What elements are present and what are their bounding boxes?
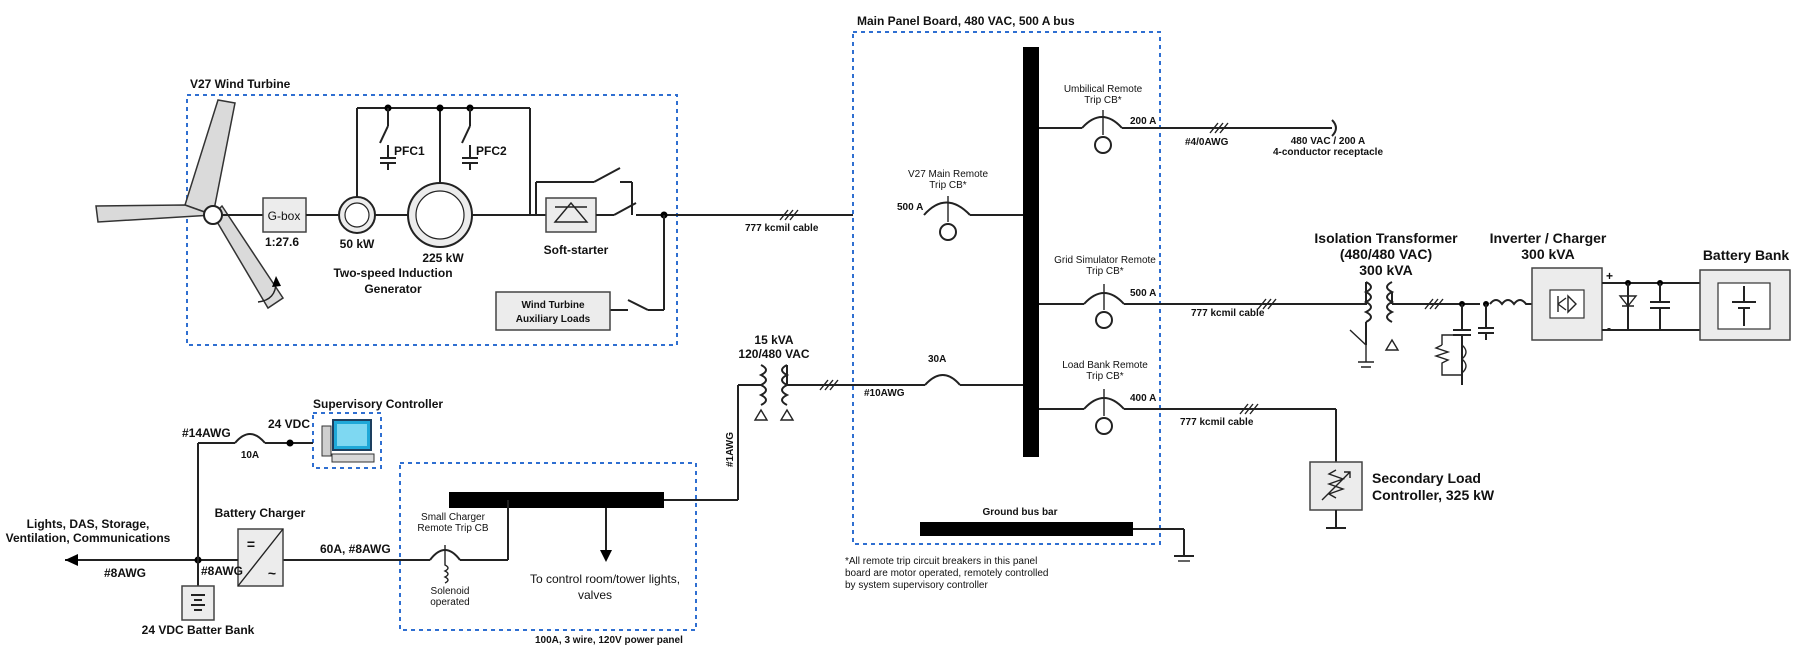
solenoid-label: Solenoid [431, 586, 470, 597]
aux-loads-box [495, 291, 611, 331]
awg-14-label: #14AWG [182, 426, 231, 440]
aux-loads-label-2: Auxiliary Loads [516, 314, 591, 325]
control-room-label-2: valves [578, 588, 612, 602]
xfmr-15kva-label: 15 kVA [754, 333, 793, 347]
gen-225-label: 225 kW [422, 251, 464, 265]
awg-4-0: #4/0AWG [1185, 137, 1229, 148]
battery-charger-label: Battery Charger [215, 506, 306, 520]
gbox-ratio: 1:27.6 [265, 235, 299, 249]
cable-777-b: 777 kcmil cable [1191, 308, 1265, 319]
supervisory-controller-enclosure [312, 412, 382, 469]
awg-10-label: #10AWG [864, 388, 905, 399]
iso-xfmr-label: Isolation Transformer [1314, 230, 1458, 246]
secondary-load-label: Secondary Load [1372, 470, 1481, 486]
small-charger-cb-label-2: Remote Trip CB [417, 523, 488, 534]
grid-cb-label: Grid Simulator Remote [1054, 255, 1156, 266]
charger-eq: = [247, 536, 255, 552]
aux-loads-label: Wind Turbine [521, 300, 584, 311]
small-charger-cb-label: Small Charger [421, 512, 486, 523]
main-panel-enclosure [852, 31, 1161, 545]
loads-label-2: Ventilation, Communications [6, 531, 171, 545]
v27-cb-label-2: Trip CB* [929, 180, 967, 191]
plus-sign: + [1606, 269, 1613, 283]
charger-cable-label: 60A, #8AWG [320, 542, 391, 556]
awg-1-label: #1AWG [725, 432, 736, 467]
pfc2-label: PFC2 [476, 144, 507, 158]
footnote-3: by system supervisory controller [845, 580, 988, 591]
gen-50-label: 50 kW [340, 237, 375, 251]
batt-24vdc-label: 24 VDC Batter Bank [142, 623, 255, 637]
awg-8-label-b: #8AWG [201, 564, 243, 578]
minus-sign: - [1607, 321, 1611, 335]
v27-cb-label: V27 Main Remote [908, 169, 988, 180]
generator-name: Two-speed Induction [333, 266, 452, 280]
footnote: *All remote trip circuit breakers in thi… [845, 556, 1037, 567]
inverter-label: Inverter / Charger [1490, 230, 1607, 246]
wind-turbine-title: V27 Wind Turbine [190, 77, 291, 91]
cable-777-a: 777 kcmil cable [745, 223, 819, 234]
iso-xfmr-label-2: (480/480 VAC) [1340, 246, 1432, 262]
receptacle-label-2: 4-conductor receptacle [1273, 147, 1383, 158]
power-panel-enclosure [399, 462, 697, 631]
load-bank-cb-label-2: Trip CB* [1086, 371, 1124, 382]
cb-10a-label: 10A [241, 450, 259, 461]
load-bank-rating: 400 A [1130, 393, 1156, 404]
iso-xfmr-label-3: 300 kVA [1359, 262, 1412, 278]
wind-turbine-enclosure [186, 94, 678, 346]
batt-24vdc-box [181, 585, 215, 621]
load-bank-cb-label: Load Bank Remote [1062, 360, 1148, 371]
soft-starter-label: Soft-starter [544, 243, 609, 257]
gbox [262, 197, 307, 233]
main-panel-title: Main Panel Board, 480 VAC, 500 A bus [857, 14, 1075, 28]
transformer-15kva [737, 364, 795, 500]
xfmr-15kva-label-2: 120/480 VAC [738, 347, 809, 361]
main-bus-bar [1023, 47, 1039, 457]
secondary-load-label-2: Controller, 325 kW [1372, 487, 1495, 503]
cb-30a-label: 30A [928, 354, 946, 365]
battery-bank-label: Battery Bank [1703, 247, 1790, 263]
wind-turbine-rotor [95, 99, 285, 310]
loads-label: Lights, DAS, Storage, [27, 517, 150, 531]
pfc1-label: PFC1 [394, 144, 425, 158]
isolation-transformer [1349, 281, 1480, 368]
cable-777-c: 777 kcmil cable [1180, 417, 1254, 428]
control-room-label: To control room/tower lights, [530, 572, 680, 586]
footnote-2: board are motor operated, remotely contr… [845, 568, 1048, 579]
generator-name-2: Generator [364, 282, 422, 296]
supervisory-controller-label: Supervisory Controller [313, 397, 443, 411]
grid-rating: 500 A [1130, 288, 1156, 299]
umbilical-rating: 200 A [1130, 116, 1156, 127]
ground-bus-bar [920, 522, 1133, 536]
grid-cb-label-2: Trip CB* [1086, 266, 1124, 277]
charger-tilde: ~ [268, 565, 276, 581]
ground-bus-label: Ground bus bar [983, 507, 1058, 518]
inverter-label-2: 300 kVA [1521, 246, 1574, 262]
gbox-label: G-box [268, 209, 301, 223]
umbilical-cb-label-2: Trip CB* [1084, 95, 1122, 106]
umbilical-cb-label: Umbilical Remote [1064, 84, 1143, 95]
receptacle-label: 480 VAC / 200 A [1291, 136, 1365, 147]
v27-cb-rating: 500 A [897, 202, 923, 213]
computer-icon [321, 419, 375, 463]
awg-8-label-a: #8AWG [104, 566, 146, 580]
power-panel-bus-bar [449, 492, 664, 508]
power-panel-label: 100A, 3 wire, 120V power panel [535, 635, 683, 646]
vdc-24-label: 24 VDC [268, 417, 310, 431]
solenoid-label-2: operated [430, 597, 469, 608]
